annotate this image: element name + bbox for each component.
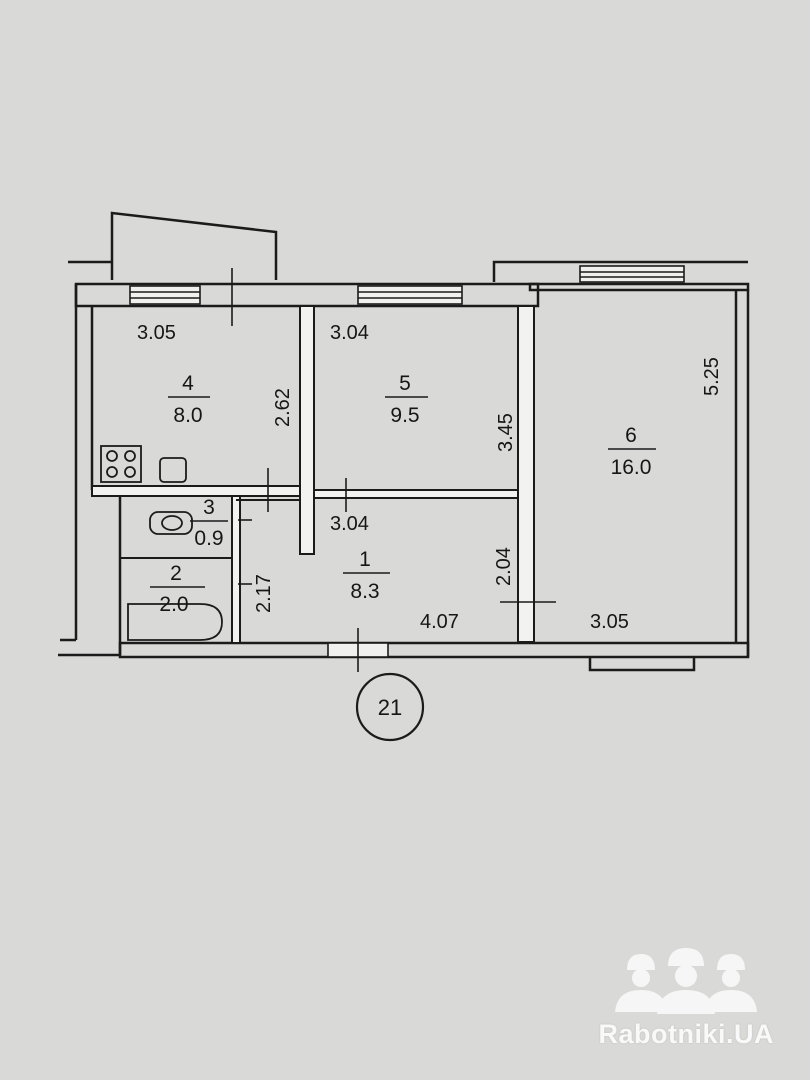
right-balcony-outline xyxy=(492,260,748,282)
partition-room5-room6 xyxy=(517,305,535,643)
room-1-number: 1 xyxy=(359,548,371,571)
stove-icon xyxy=(100,445,142,483)
sink-icon xyxy=(159,457,187,483)
interior-walls xyxy=(91,305,535,644)
apartment-number-circle xyxy=(355,672,425,742)
toilet-icon xyxy=(149,511,193,535)
stove-burner xyxy=(106,466,118,478)
room-2-area: 2.0 xyxy=(159,593,188,616)
watermark-text: Rabotniki.UA xyxy=(598,1019,774,1049)
bathtub-icon xyxy=(127,603,223,641)
window-room5 xyxy=(357,285,463,305)
room-6-area: 16.0 xyxy=(611,456,652,479)
window-room6 xyxy=(579,265,685,283)
wall-top-right xyxy=(528,282,750,292)
stove-burner xyxy=(106,450,118,462)
room-5-area: 9.5 xyxy=(390,404,419,427)
dim-hall-depth: 2.04 xyxy=(493,547,515,586)
partition-kitchen-room5 xyxy=(299,305,315,555)
dim-kitchen-depth: 2.62 xyxy=(272,388,294,427)
wall-bottom-bump xyxy=(588,657,696,672)
dim-room6-width: 3.05 xyxy=(590,611,629,633)
room-5-number: 5 xyxy=(399,372,411,395)
fixtures xyxy=(100,445,223,641)
balcony-outline xyxy=(110,211,278,280)
partition-wc xyxy=(231,495,241,644)
windows xyxy=(129,265,685,658)
dim-kitchen-width: 3.05 xyxy=(137,322,176,344)
dim-room6-depth: 5.25 xyxy=(701,357,723,396)
three-workers-helmet-icon xyxy=(615,948,758,1014)
outer-walls xyxy=(58,211,750,672)
toilet-bowl xyxy=(161,515,183,531)
dim-room5-depth: 3.45 xyxy=(495,413,517,452)
room-2-number: 2 xyxy=(170,562,182,585)
window-kitchen xyxy=(129,285,201,305)
partition-room5-bottom xyxy=(313,489,519,499)
wall-bottom xyxy=(118,641,750,659)
partition-kitchen-bottom xyxy=(91,485,301,497)
stove-burner xyxy=(124,466,136,478)
room-1-area: 8.3 xyxy=(350,580,379,603)
room-4-area: 8.0 xyxy=(173,404,202,427)
room-3-number: 3 xyxy=(203,496,215,519)
watermark: Rabotniki.UA xyxy=(598,944,774,1050)
room-3-area: 0.9 xyxy=(194,527,223,550)
dim-hall-length: 4.07 xyxy=(420,611,459,633)
dim-bath-depth: 2.17 xyxy=(253,574,275,613)
room-6-number: 6 xyxy=(625,424,637,447)
stove-burner xyxy=(124,450,136,462)
apartment-number: 21 xyxy=(378,695,402,720)
dim-room5-width: 3.04 xyxy=(330,322,369,344)
dimension-ticks xyxy=(231,268,556,672)
room-4-number: 4 xyxy=(182,372,194,395)
dim-hall-width: 3.04 xyxy=(330,513,369,535)
